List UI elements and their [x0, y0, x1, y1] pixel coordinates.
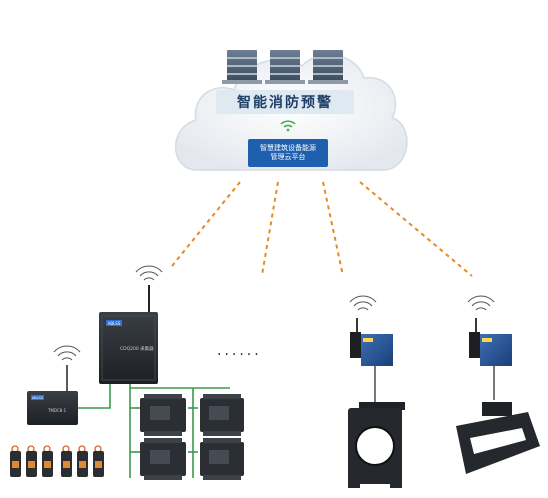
sensor-tag	[77, 445, 88, 477]
wireless-link	[171, 181, 473, 277]
gateway-model: CDQ200 采集器	[120, 345, 154, 352]
small-gateway-brand: ABLSS	[32, 396, 44, 400]
wireless-transmitter	[350, 318, 393, 403]
cloud-title: 智能消防预警	[216, 90, 354, 114]
io-module	[140, 438, 186, 480]
sensor-tag	[26, 445, 37, 477]
more-devices-ellipsis: ......	[217, 343, 262, 359]
sensor-tag	[61, 445, 72, 477]
bus-line	[78, 384, 230, 478]
cloud-platform-badge: 智慧建筑设备能源 管理云平台	[248, 139, 328, 167]
signal-icon	[467, 295, 495, 311]
wifi-icon	[280, 120, 296, 132]
gateway-brand: ABLSS	[108, 321, 121, 326]
current-transformer	[348, 402, 405, 488]
io-module	[200, 438, 244, 480]
signal-icon	[349, 295, 377, 311]
signal-icon	[53, 345, 81, 361]
sensor-tag	[10, 445, 21, 477]
sensor-tag-row	[10, 445, 104, 477]
main-gateway: ABLSS CDQ200 采集器	[99, 285, 158, 384]
split-core-transformer	[456, 402, 540, 474]
small-gateway: ABLSS TMDC8·1	[27, 365, 78, 425]
small-gateway-model: TMDC8·1	[47, 408, 67, 413]
signal-icon	[135, 265, 163, 281]
io-module	[140, 394, 186, 436]
sensor-tag	[93, 445, 104, 477]
server-icon	[222, 50, 262, 84]
server-icon	[308, 50, 348, 84]
io-module	[200, 394, 244, 436]
platform-line-2: 管理云平台	[270, 153, 306, 161]
sensor-tag	[42, 445, 53, 477]
platform-line-1: 智慧建筑设备能源	[260, 144, 316, 152]
wireless-transmitter	[469, 318, 512, 400]
server-icon	[265, 50, 305, 84]
